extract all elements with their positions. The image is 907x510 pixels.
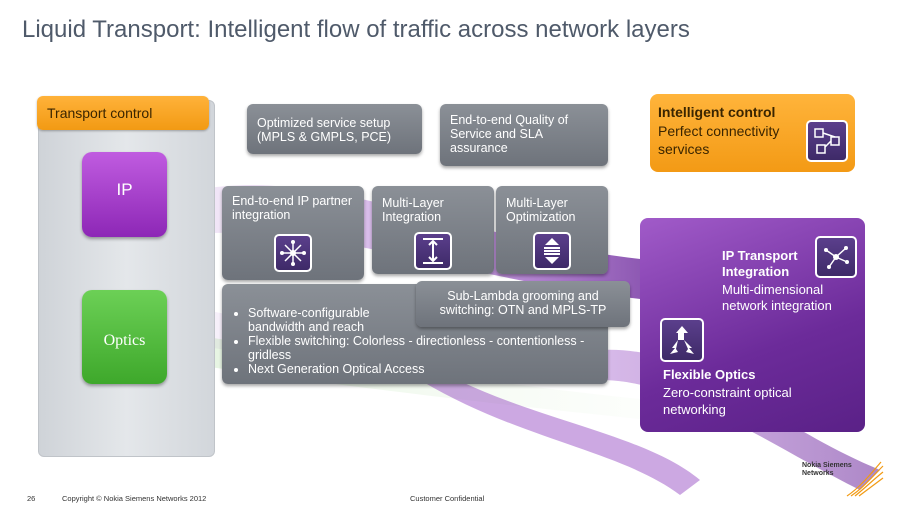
transport-control-header: Transport control xyxy=(37,96,209,130)
feature-bullet: Flexible switching: Colorless - directio… xyxy=(248,334,598,362)
confidentiality-text: Customer Confidential xyxy=(410,494,485,503)
flexible-optics-subtitle: Zero-constraint optical networking xyxy=(663,385,792,417)
company-logo: Nokia Siemens Networks xyxy=(802,462,852,478)
stacked-arrows-icon xyxy=(533,232,571,270)
ip-partner-integration-text: End-to-end IP partner integration xyxy=(232,194,352,222)
network-hub-icon xyxy=(274,234,312,272)
sub-lambda-text: Sub-Lambda grooming and switching: OTN a… xyxy=(439,289,607,317)
vertical-arrows-icon xyxy=(414,232,452,270)
intelligent-control-title: Intelligent control xyxy=(658,104,776,120)
optimized-service-setup-text: Optimized service setup (MPLS & GMPLS, P… xyxy=(257,116,392,144)
sub-lambda-box: Sub-Lambda grooming and switching: OTN a… xyxy=(416,281,630,327)
logo-swoosh-icon xyxy=(846,461,884,497)
multi-layer-integration-text: Multi-Layer Integration xyxy=(382,196,444,224)
node-graph-icon xyxy=(815,236,857,278)
multi-layer-integration-box: Multi-Layer Integration xyxy=(372,186,494,274)
ip-partner-integration-box: End-to-end IP partner integration xyxy=(222,186,364,280)
intelligent-control-subtitle: Perfect connectivity services xyxy=(658,123,780,157)
optics-layer-box: Optics xyxy=(82,290,167,384)
feature-bullet: Next Generation Optical Access xyxy=(248,362,598,376)
page-title: Liquid Transport: Intelligent flow of tr… xyxy=(22,16,690,43)
logo-line-2: Networks xyxy=(802,470,834,477)
ip-layer-box: IP xyxy=(82,152,167,237)
workflow-icon xyxy=(806,120,848,162)
ip-transport-subtitle: Multi-dimensional network integration xyxy=(722,282,832,313)
multi-layer-optimization-box: Multi-Layer Optimization xyxy=(496,186,608,274)
intelligent-control-box: Intelligent control Perfect connectivity… xyxy=(650,94,855,172)
optimized-service-setup-box: Optimized service setup (MPLS & GMPLS, P… xyxy=(247,104,422,154)
ip-transport-title: IP Transport Integration xyxy=(722,248,798,279)
feature-bullet: Software-configurable bandwidth and reac… xyxy=(248,306,398,334)
copyright-text: Copyright © Nokia Siemens Networks 2012 xyxy=(62,494,207,503)
qos-box: End-to-end Quality of Service and SLA as… xyxy=(440,104,608,166)
page-number: 26 xyxy=(27,494,36,503)
logo-line-1: Nokia Siemens xyxy=(802,462,852,469)
optical-features-list: Software-configurable bandwidth and reac… xyxy=(236,306,598,376)
flexible-optics-title: Flexible Optics xyxy=(663,367,756,382)
split-arrows-icon xyxy=(660,318,704,362)
qos-text: End-to-end Quality of Service and SLA as… xyxy=(450,113,569,155)
multi-layer-optimization-text: Multi-Layer Optimization xyxy=(506,196,576,224)
